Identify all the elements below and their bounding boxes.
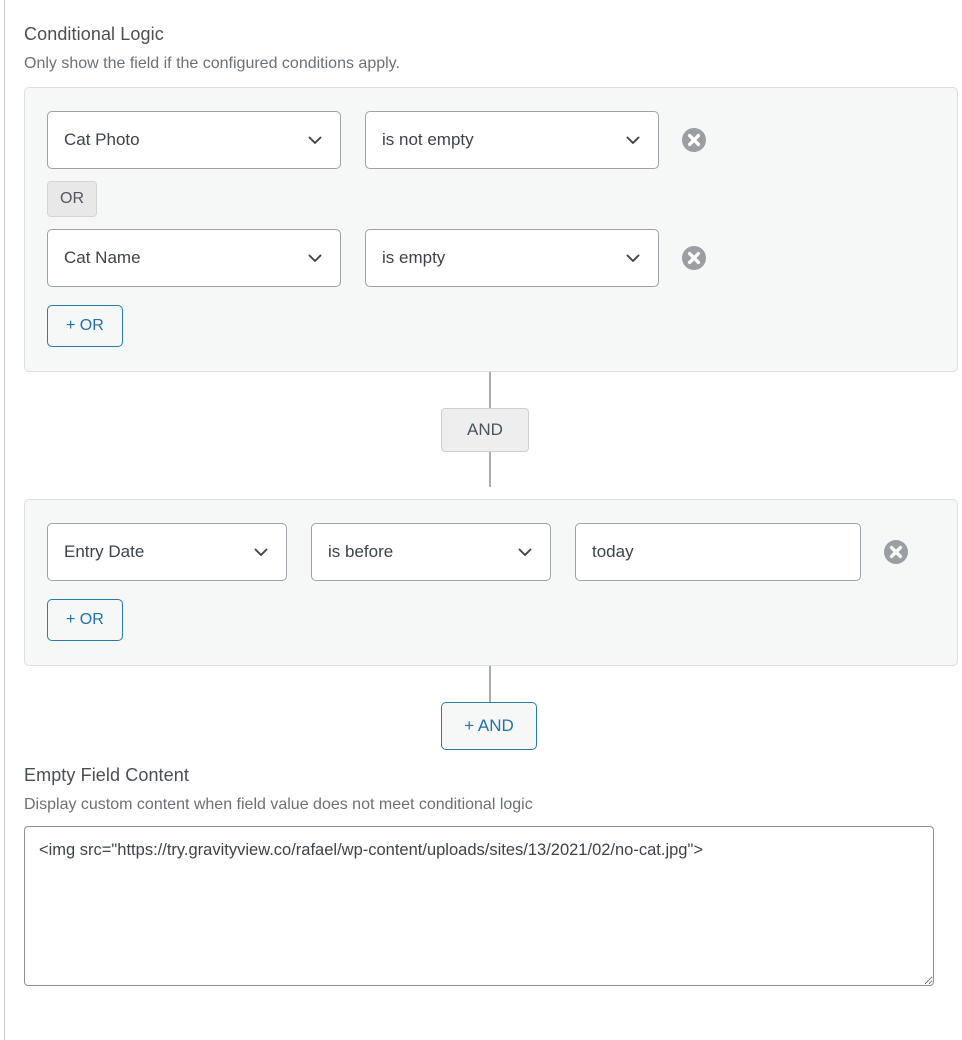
condition-field-value: Cat Photo [64,130,140,149]
chevron-down-icon [252,543,270,561]
chevron-down-icon [624,249,642,267]
condition-row: Cat Photo is not empty [47,111,935,169]
condition-value-input[interactable] [575,523,861,581]
condition-field-value: Cat Name [64,248,141,267]
condition-operator-value: is not empty [382,130,474,149]
conditional-logic-title: Conditional Logic [24,24,164,44]
condition-group-2: Entry Date is before [24,499,958,666]
add-and-connector: + AND [24,666,958,763]
add-or-condition-button[interactable]: + OR [47,305,123,347]
conditional-logic-description: Only show the field if the configured co… [24,55,400,72]
condition-row: Cat Name is empty [47,229,935,287]
add-or-condition-button[interactable]: + OR [47,599,123,641]
add-and-group-button[interactable]: + AND [441,702,537,750]
condition-operator-select[interactable]: is before [311,523,551,581]
empty-field-content-description: Display custom content when field value … [24,796,533,813]
chevron-down-icon [306,249,324,267]
empty-field-content-textarea[interactable]: <img src="https://try.gravityview.co/raf… [24,826,934,986]
condition-row: Entry Date is before [47,523,935,581]
delete-circle-icon [883,539,909,565]
chevron-down-icon [516,543,534,561]
condition-operator-value: is empty [382,248,446,267]
empty-field-content-title: Empty Field Content [24,765,189,785]
condition-group-1: Cat Photo is not empty [24,87,958,372]
condition-field-value: Entry Date [64,542,145,561]
or-badge: OR [47,181,97,217]
condition-field-select[interactable]: Cat Name [47,229,341,287]
delete-condition-button[interactable] [681,245,707,271]
or-badge-container: OR [47,181,935,217]
and-badge: AND [441,408,529,452]
connector-line [489,666,491,702]
chevron-down-icon [306,131,324,149]
condition-field-select[interactable]: Cat Photo [47,111,341,169]
delete-circle-icon [681,127,707,153]
delete-condition-button[interactable] [681,127,707,153]
chevron-down-icon [624,131,642,149]
delete-circle-icon [681,245,707,271]
field-settings-panel: Conditional Logic Only show the field if… [24,0,958,986]
condition-operator-value: is before [328,542,394,561]
condition-operator-select[interactable]: is empty [365,229,659,287]
and-connector: AND [24,372,958,487]
condition-field-select[interactable]: Entry Date [47,523,287,581]
delete-condition-button[interactable] [883,539,909,565]
panel-left-rule [4,0,5,1040]
condition-operator-select[interactable]: is not empty [365,111,659,169]
